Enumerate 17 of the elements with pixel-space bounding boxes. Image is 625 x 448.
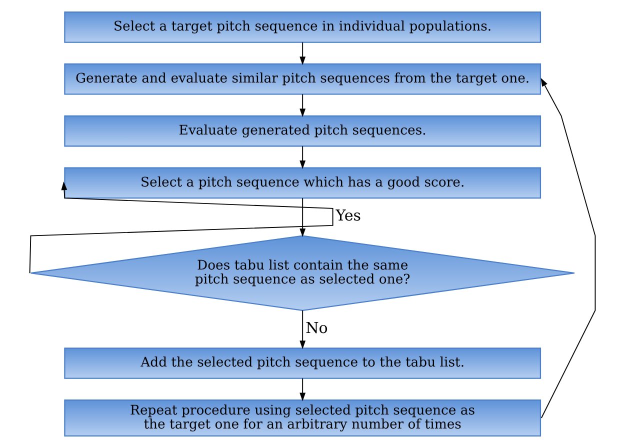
arrow (300, 42, 306, 66)
node-box: Select a target pitch sequence in individual populations. (64, 12, 542, 43)
arrow (300, 310, 306, 350)
node-box: Repeat procedure using selected pitch sequence as the target one for an arbitrary number of times (64, 399, 542, 436)
node-box: Select a pitch sequence which has a good score. (64, 167, 542, 199)
edge-label: Yes (336, 206, 362, 225)
arrow (300, 198, 306, 237)
arrow (300, 146, 306, 170)
arrow (300, 94, 306, 118)
node-diamond: Does tabu list contain the same pitch sequence as selected one? (30, 235, 576, 311)
arrow (29, 182, 334, 274)
edge-label: No (306, 318, 328, 337)
arrow (540, 78, 596, 418)
arrow (300, 378, 306, 402)
node-box: Add the selected pitch sequence to the tabu list. (64, 348, 542, 379)
node-box: Evaluate generated pitch sequences. (64, 115, 542, 147)
node-box: Generate and evaluate similar pitch sequences from the target one. (64, 63, 542, 95)
